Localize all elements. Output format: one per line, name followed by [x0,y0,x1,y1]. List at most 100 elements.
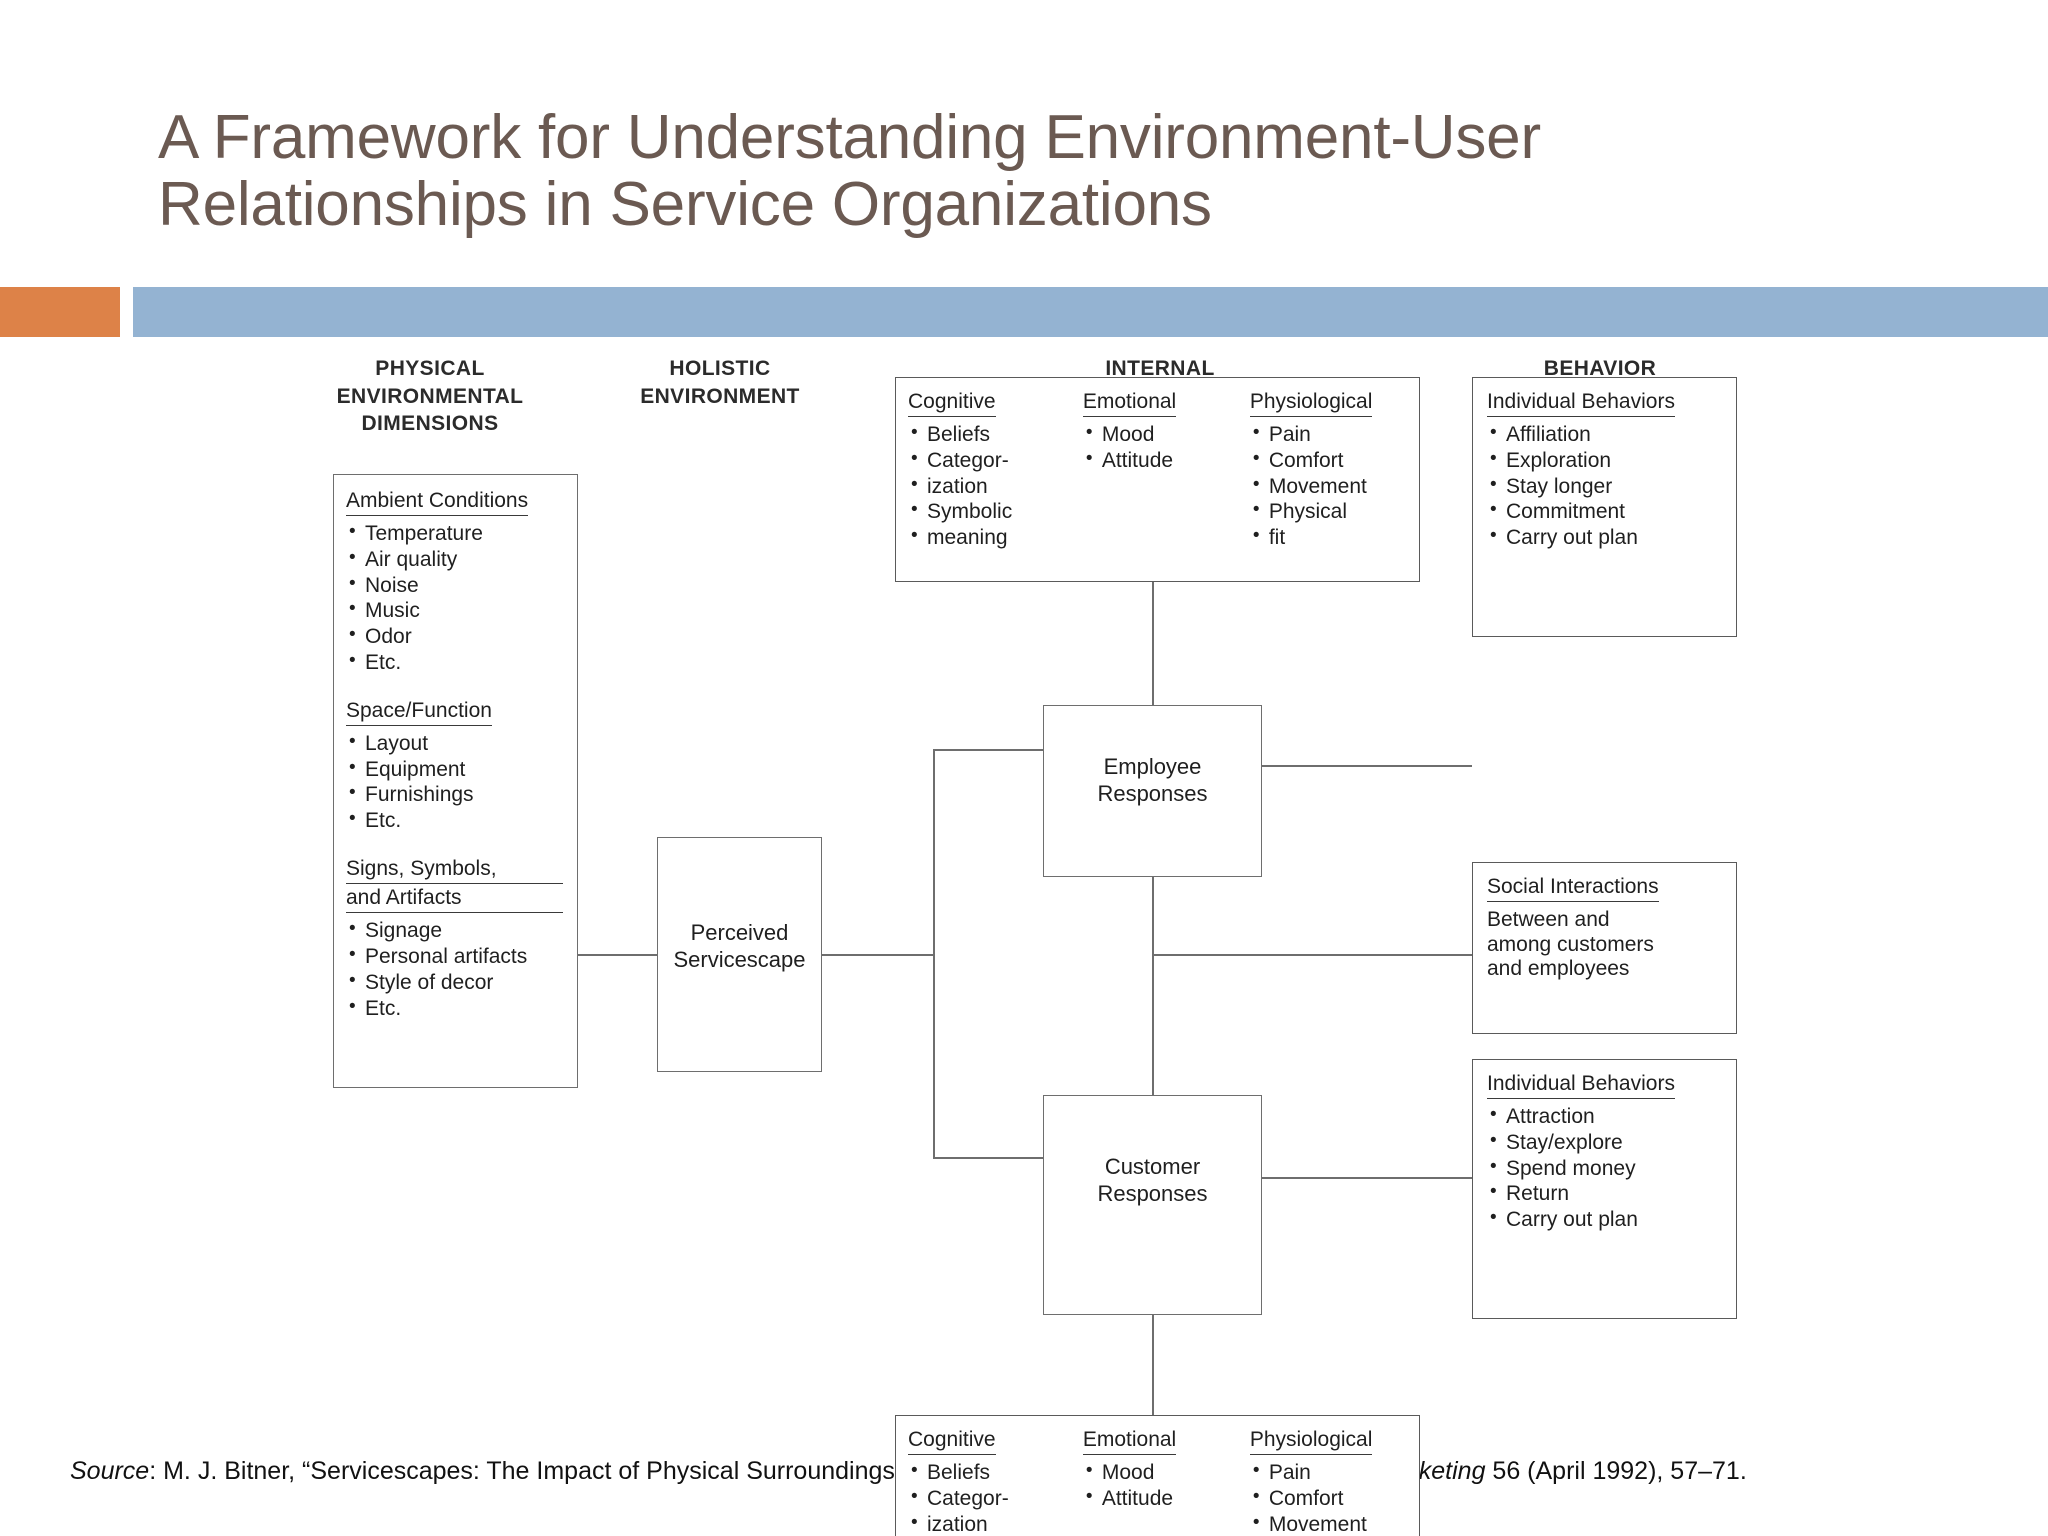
social-interactions-text: Between and among customers and employee… [1487,908,1654,981]
list-item: Attitude [1085,1486,1250,1511]
connector-trunk-vertical [933,749,935,1159]
connector-employee-to-customer [1152,817,1154,1097]
column-heading: Cognitive [908,388,996,418]
list-item: Style of decor [348,970,563,995]
ambient-conditions-list: Temperature Air quality Noise Music Odor… [348,521,563,675]
connector-to-social-interactions [1152,954,1472,956]
physiological-column-employee: Physiological Pain Comfort Movement Phys… [1249,388,1407,552]
list-item-continuation: meaning [910,525,1083,550]
box-heading: Individual Behaviors [1487,1070,1675,1100]
group-space-function: Space/Function Layout Equipment Furnishi… [346,697,563,833]
physiological-list: Pain Comfort Movement Physical fit [1252,1460,1407,1536]
list-item: Physical [1252,499,1407,524]
column-heading: Physiological [1249,388,1373,418]
internal-responses-customer-box: Cognitive Beliefs Categor- ization Symbo… [895,1415,1420,1536]
social-interactions-box: Social Interactions Between and among cu… [1472,862,1737,1034]
connector-employee-internal-responses [1152,582,1154,712]
list-item: Air quality [348,547,563,572]
list-item-continuation: ization [910,474,1083,499]
list-item: Beliefs [910,422,1083,447]
column-header-physical: PHYSICAL ENVIRONMENTAL DIMENSIONS [336,357,524,436]
list-item: Mood [1085,1460,1250,1485]
accent-bar-blue [133,287,2048,337]
list-item: Signage [348,918,563,943]
individual-behaviors-employee-list: Affiliation Exploration Stay longer Comm… [1489,422,1722,550]
list-item: Stay/explore [1489,1130,1722,1155]
emotional-list: Mood Attitude [1085,1460,1250,1511]
column-heading: Emotional [1082,388,1177,418]
connector-customer-to-behaviors [1262,1177,1472,1179]
source-tail: 56 (April 1992), 57–71. [1485,1457,1747,1485]
list-item: Noise [348,573,563,598]
list-item: Movement [1252,1512,1407,1536]
list-item-continuation: ization [910,1512,1083,1536]
emotional-column-customer: Emotional Mood Attitude [1082,1426,1250,1536]
individual-behaviors-customer-box: Individual Behaviors Attraction Stay/exp… [1472,1059,1737,1319]
employee-responses-label: Employee Responses [1097,754,1208,806]
customer-responses-box: Customer Responses [1043,1095,1262,1315]
column-header-holistic: HOLISTIC ENVIRONMENT [640,357,800,408]
list-item: Comfort [1252,448,1407,473]
physiological-list: Pain Comfort Movement Physical fit [1252,422,1407,550]
group-heading-line1: Signs, Symbols, [346,855,563,885]
list-item: Equipment [348,757,563,782]
individual-behaviors-employee-box: Individual Behaviors Affiliation Explora… [1472,377,1737,637]
cognitive-list: Beliefs Categor- ization Symbolic meanin… [910,1460,1083,1536]
list-item: Odor [348,624,563,649]
list-item: Pain [1252,422,1407,447]
list-item: Etc. [348,650,563,675]
cognitive-column-employee: Cognitive Beliefs Categor- ization Symbo… [908,388,1083,552]
list-item: Comfort [1252,1486,1407,1511]
emotional-list: Mood Attitude [1085,422,1250,472]
box-heading: Social Interactions [1487,873,1659,903]
list-item: Symbolic [910,499,1083,524]
internal-responses-employee-box: Cognitive Beliefs Categor- ization Symbo… [895,377,1420,582]
list-item: Beliefs [910,1460,1083,1485]
box-heading: Individual Behaviors [1487,388,1675,418]
connector-trunk-to-customer [933,1157,1043,1159]
column-header-behavior: BEHAVIOR [1543,357,1657,380]
list-item-continuation: fit [1252,525,1407,550]
column-heading: Cognitive [908,1426,996,1456]
column-heading: Physiological [1249,1426,1373,1456]
list-item: Movement [1252,474,1407,499]
connector-physical-to-servicescape [578,954,658,956]
framework-diagram: PHYSICAL ENVIRONMENTAL DIMENSIONS HOLIST… [0,337,2048,1536]
space-function-list: Layout Equipment Furnishings Etc. [348,731,563,833]
list-item: Etc. [348,996,563,1021]
connector-employee-to-behaviors [1262,765,1472,767]
group-ambient-conditions: Ambient Conditions Temperature Air quali… [346,487,563,675]
list-item: Carry out plan [1489,525,1722,550]
list-item: Stay longer [1489,474,1722,499]
list-item: Categor- [910,1486,1083,1511]
page-title: A Framework for Understanding Environmen… [158,103,1541,239]
employee-responses-box: Employee Responses [1043,705,1262,877]
group-heading-line2: and Artifacts [346,884,563,914]
list-item: Music [348,598,563,623]
list-item: Carry out plan [1489,1207,1722,1232]
list-item: Mood [1085,422,1250,447]
physical-environmental-dimensions-box: Ambient Conditions Temperature Air quali… [333,474,578,1088]
list-item: Spend money [1489,1156,1722,1181]
list-item: Categor- [910,448,1083,473]
list-item: Exploration [1489,448,1722,473]
list-item: Personal artifacts [348,944,563,969]
individual-behaviors-customer-list: Attraction Stay/explore Spend money Retu… [1489,1104,1722,1232]
accent-bar-orange [0,287,120,337]
list-item: Pain [1252,1460,1407,1485]
connector-customer-internal-responses [1152,1312,1154,1417]
column-heading: Emotional [1082,1426,1177,1456]
group-heading: Ambient Conditions [346,487,529,517]
group-heading: Space/Function [346,697,492,726]
list-item: Commitment [1489,499,1722,524]
list-item: Furnishings [348,782,563,807]
list-item: Etc. [348,808,563,833]
cognitive-column-customer: Cognitive Beliefs Categor- ization Symbo… [908,1426,1083,1536]
perceived-servicescape-box: Perceived Servicescape [657,837,822,1072]
connector-trunk-to-employee [933,749,1043,751]
list-item: Temperature [348,521,563,546]
perceived-servicescape-label: Perceived Servicescape [673,920,806,972]
list-item: Layout [348,731,563,756]
customer-responses-label: Customer Responses [1097,1154,1208,1206]
